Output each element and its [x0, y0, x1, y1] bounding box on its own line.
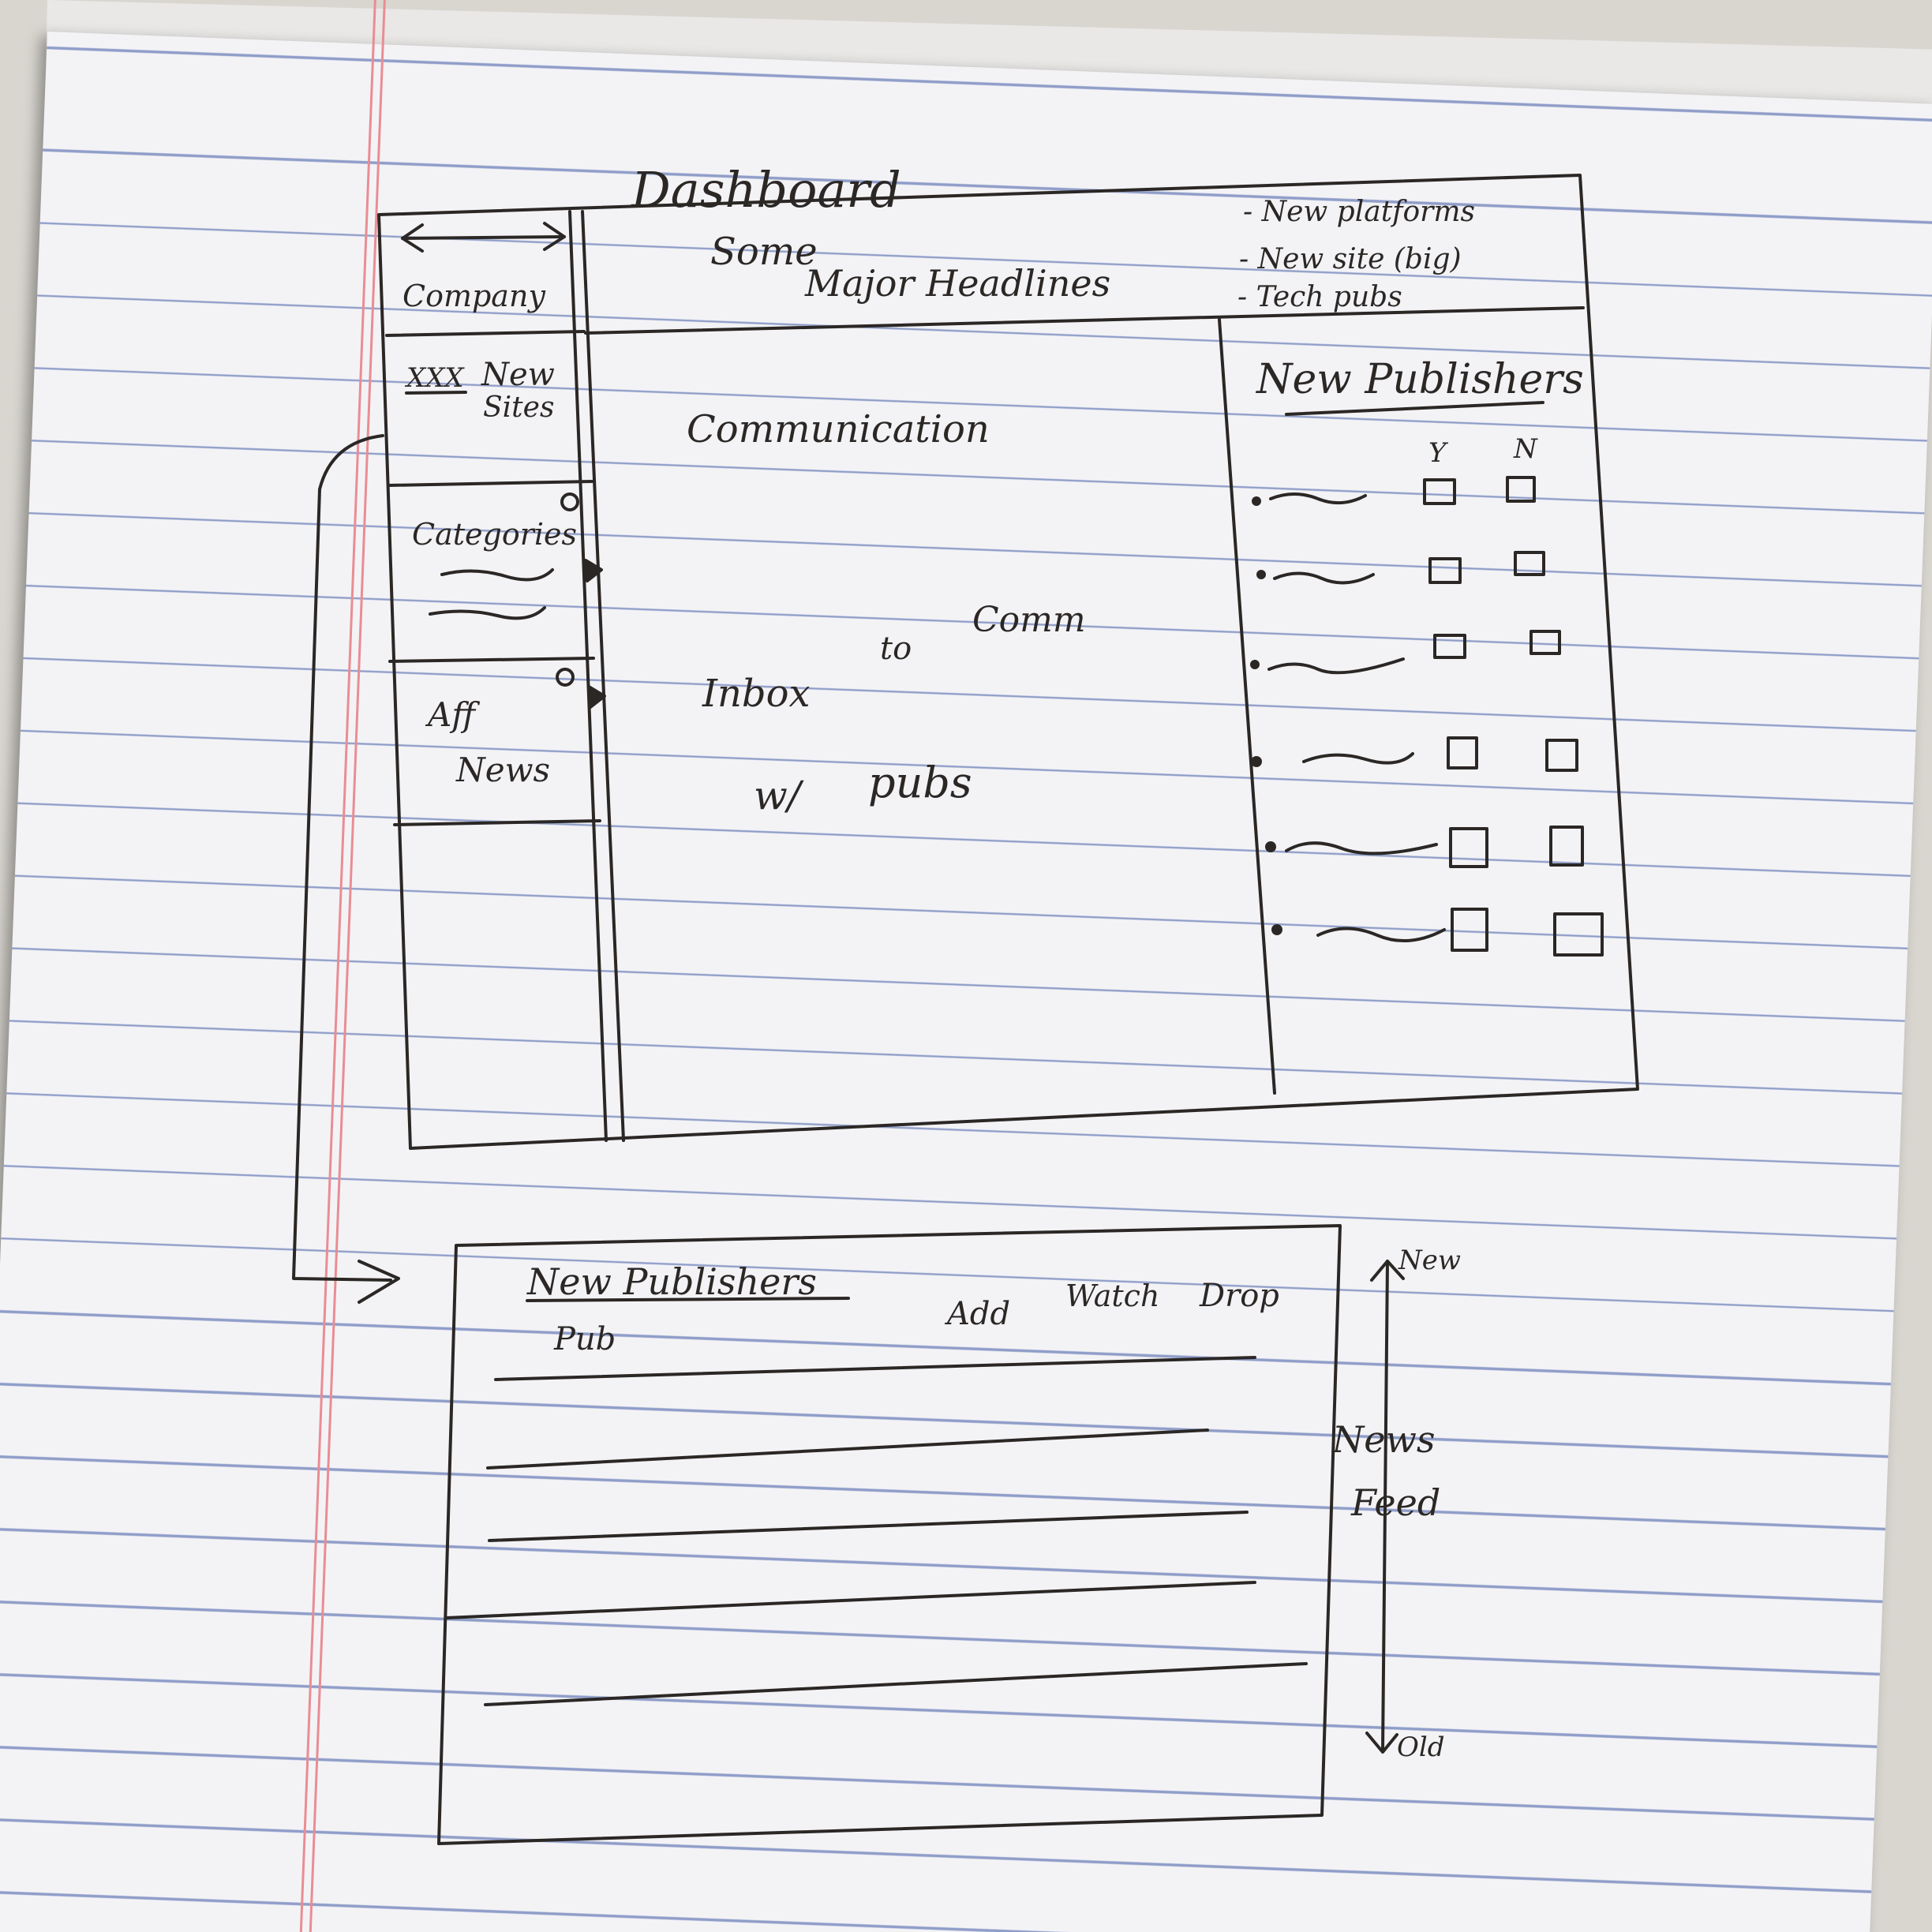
sidebar-divider-1	[568, 210, 608, 1142]
panel-title-underline	[1285, 401, 1544, 416]
sidebar-sep-1	[385, 330, 586, 337]
detail-row-line	[484, 1662, 1308, 1706]
collapse-arrow-right	[543, 222, 566, 251]
reject-checkbox[interactable]	[1549, 826, 1584, 867]
sidebar-item-new-sites-line2: Sites	[483, 391, 554, 424]
approve-checkbox[interactable]	[1423, 478, 1456, 505]
sidebar-sep-3	[388, 657, 595, 663]
sidebar-divider-2	[581, 210, 625, 1142]
sidebar-item-categories[interactable]: Categories	[412, 517, 577, 552]
watch-column-header[interactable]: Watch	[1065, 1279, 1159, 1313]
expand-marker-icon	[587, 685, 606, 709]
scroll-top-label: New	[1398, 1245, 1461, 1276]
newsfeed-label: News	[1331, 1418, 1435, 1461]
communication-label: Communication	[687, 407, 990, 451]
header-divider	[584, 306, 1585, 335]
scroll-up-arrow-icon	[1370, 1260, 1405, 1282]
approve-checkbox[interactable]	[1428, 557, 1462, 584]
sidebar-item-aff-news-line2: News	[455, 751, 550, 789]
scroll-down-arrow-icon	[1365, 1732, 1398, 1754]
approve-checkbox[interactable]	[1451, 908, 1488, 952]
reject-checkbox[interactable]	[1545, 739, 1578, 772]
detail-header-divider	[494, 1356, 1256, 1381]
collapse-arrow-left	[401, 223, 424, 253]
headline-line-2: Major Headlines	[804, 262, 1110, 305]
xxx-underline	[405, 391, 467, 395]
sidebar-sep-4	[393, 819, 601, 826]
approve-column-header: Y	[1428, 437, 1449, 469]
sidebar-item-new-sites[interactable]: New	[481, 357, 555, 393]
inbox-to-label: to	[880, 631, 912, 667]
reject-checkbox[interactable]	[1530, 630, 1561, 655]
inbox-label: Inbox	[702, 672, 811, 716]
pubs-label: pubs	[868, 758, 972, 807]
approve-checkbox[interactable]	[1433, 634, 1466, 659]
sidebar-new-sites-count: XXX	[404, 362, 465, 394]
sidebar-item-aff-news[interactable]: Aff	[425, 695, 480, 734]
sidebar-item-company[interactable]: Company	[402, 279, 545, 313]
detail-row-line	[444, 1581, 1256, 1619]
add-column-header[interactable]: Add	[944, 1296, 1010, 1332]
gear-icon	[556, 668, 575, 687]
newsfeed-scroll-axis	[1381, 1260, 1389, 1752]
categories-squiggle-2	[429, 606, 546, 620]
note-item: - Tech pubs	[1237, 281, 1402, 313]
sidebar-sep-2	[387, 480, 593, 487]
headline-line-1: Some	[710, 230, 818, 274]
detail-title: New Publishers	[526, 1260, 817, 1303]
collapse-arrow-shaft	[401, 235, 566, 240]
inbox-comm-label: Comm	[972, 600, 1086, 640]
detail-title-underline	[526, 1297, 850, 1302]
categories-squiggle-1	[440, 568, 554, 582]
publishers-panel-title: New Publishers	[1255, 356, 1584, 403]
expand-marker-icon	[584, 559, 603, 582]
approve-checkbox[interactable]	[1447, 736, 1478, 769]
reject-checkbox[interactable]	[1506, 476, 1536, 503]
detail-row-line	[486, 1428, 1209, 1470]
newsfeed-label-line2: Feed	[1350, 1481, 1440, 1524]
reject-checkbox[interactable]	[1514, 551, 1545, 576]
detail-row-line	[488, 1511, 1249, 1542]
pub-column-header: Pub	[553, 1321, 616, 1357]
note-item: - New platforms	[1243, 196, 1475, 228]
dashboard-frame	[377, 174, 1639, 1150]
scroll-bottom-label: Old	[1397, 1732, 1445, 1763]
reject-column-header: N	[1513, 433, 1538, 465]
approve-checkbox[interactable]	[1449, 827, 1488, 868]
gear-icon	[560, 492, 579, 511]
publishers-panel-divider	[1218, 318, 1276, 1095]
drop-column-header[interactable]: Drop	[1199, 1278, 1279, 1314]
publisher-rows	[1250, 476, 1604, 957]
flow-connector	[292, 434, 392, 1282]
with-label: w/	[754, 773, 804, 818]
reject-checkbox[interactable]	[1553, 912, 1604, 957]
detail-frame	[437, 1224, 1342, 1845]
dashboard-title: Dashboard	[631, 161, 901, 219]
note-item: - New site (big)	[1239, 243, 1462, 275]
flow-connector-arrowhead	[358, 1260, 400, 1304]
